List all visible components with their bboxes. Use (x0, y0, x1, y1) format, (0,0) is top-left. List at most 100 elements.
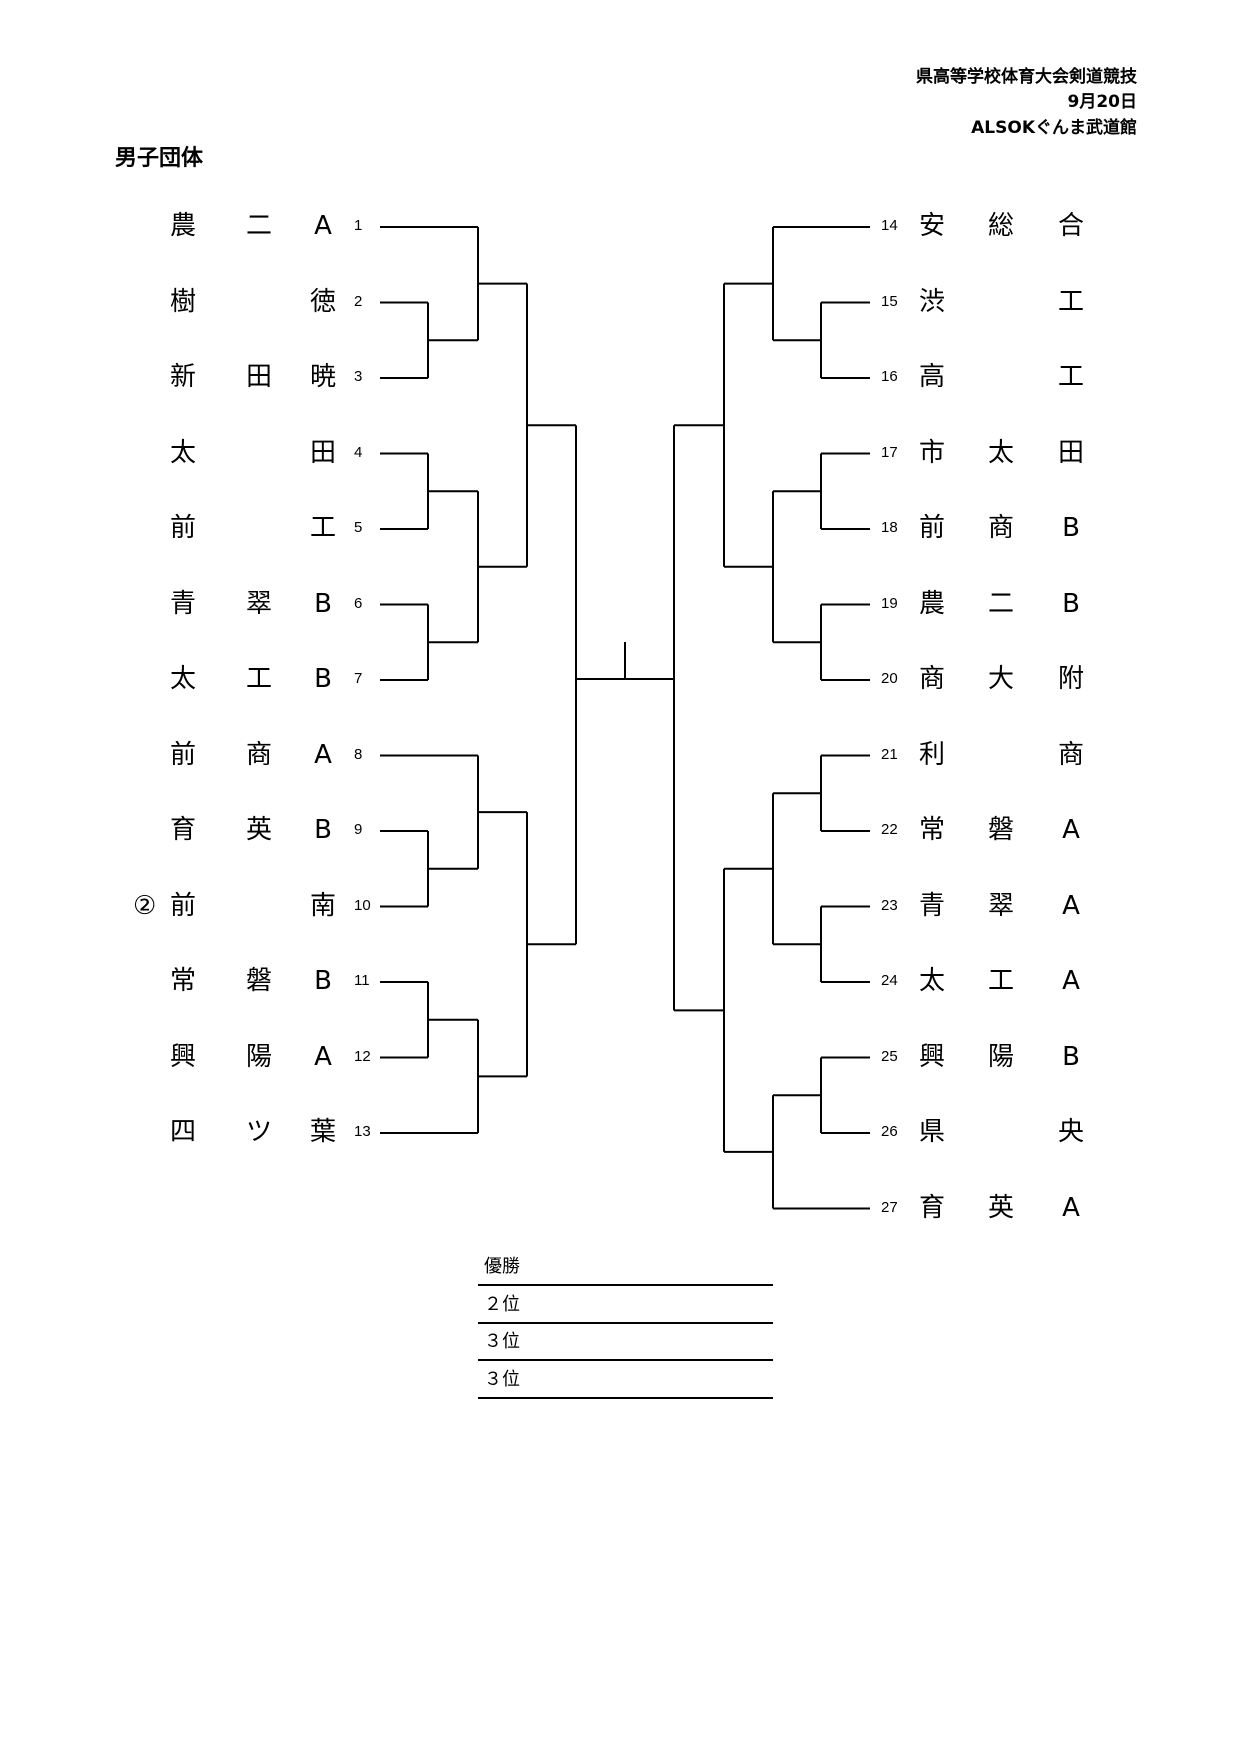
seed-number: 11 (354, 972, 370, 989)
team-name-char: B (1062, 588, 1080, 619)
team-name-char: 利 (918, 739, 945, 770)
seed-number: 8 (354, 745, 363, 763)
team-name-char: 農 (169, 211, 196, 241)
team-name-char: 県 (918, 1117, 945, 1147)
team-name-char: 商 (1057, 739, 1084, 770)
team-name-char: 農 (918, 588, 945, 619)
team-name-char: B (314, 588, 332, 619)
page-title: 男子団体 (115, 146, 204, 171)
event-date: 9月20日 (1067, 92, 1138, 112)
team-name-char: 育 (918, 1192, 945, 1223)
seed-number: 24 (881, 972, 898, 989)
team-name-char: 太 (169, 664, 196, 694)
team-name-char: 翠 (245, 588, 272, 619)
seed-number: 23 (881, 896, 898, 914)
seed-number: 18 (881, 519, 898, 536)
seed-number: 22 (881, 821, 898, 838)
result-label: ３位 (484, 1369, 520, 1391)
team-name-char: 前 (169, 739, 196, 770)
team-name-char: 工 (1057, 286, 1084, 317)
seed-number: 2 (354, 292, 363, 310)
seed-number: 27 (881, 1198, 898, 1216)
team-name-char: A (1062, 966, 1080, 996)
seed-number: 12 (354, 1047, 371, 1065)
team-name-char: 市 (918, 437, 945, 468)
team-name-char: 樹 (169, 286, 196, 317)
team-name-char: B (1062, 1041, 1080, 1072)
team-name-char: 前 (169, 513, 196, 543)
team-name-char: 工 (987, 966, 1014, 996)
team-name-char: 工 (309, 513, 336, 543)
team-name-char: 二 (987, 588, 1014, 619)
team-name-char: 二 (245, 211, 272, 241)
team-name-char: 商 (987, 513, 1014, 543)
team-name-char: 安 (918, 211, 945, 241)
team-name-char: 徳 (309, 286, 336, 317)
team-name-char: 興 (918, 1041, 945, 1072)
team-name-char: 大 (987, 664, 1014, 694)
team-name-char: 青 (169, 588, 196, 619)
event-name: 県高等学校体育大会剣道競技 (916, 67, 1137, 87)
team-name-char: 暁 (309, 362, 336, 392)
team-name-char: 田 (245, 362, 272, 392)
team-name-char: ツ (245, 1117, 272, 1147)
team-name-char: 渋 (918, 286, 945, 317)
seed-number: 17 (881, 443, 898, 461)
team-name-char: B (314, 966, 332, 996)
team-name-char: 陽 (987, 1041, 1014, 1072)
team-name-char: A (1062, 1192, 1080, 1223)
seed-number: 5 (354, 519, 363, 536)
team-name-char: A (314, 739, 332, 770)
team-name-char: B (1062, 513, 1080, 543)
result-entry-line (478, 1359, 773, 1362)
result-entry-line (478, 1284, 773, 1286)
team-name-char: 英 (245, 815, 272, 845)
team-name-char: 磐 (987, 815, 1014, 845)
team-name-char: 総 (987, 211, 1014, 241)
seed-number: 6 (354, 594, 363, 612)
team-name-char: 田 (1057, 437, 1084, 468)
team-name-char: 磐 (245, 966, 272, 996)
team-name-char: B (314, 664, 332, 694)
team-name-char: 翠 (987, 890, 1014, 921)
team-name-char: 商 (918, 664, 945, 694)
seed-number: 13 (354, 1123, 371, 1140)
team-name-char: 太 (169, 437, 196, 468)
team-name-char: 太 (918, 966, 945, 996)
team-name-char: 前 (918, 513, 945, 543)
result-entry-line (478, 1397, 773, 1400)
result-entry-line (478, 1321, 773, 1324)
team-name-char: 前 (169, 890, 196, 921)
team-name-char: 商 (245, 739, 272, 770)
team-name-char: 英 (987, 1192, 1014, 1223)
team-name-char: A (1062, 815, 1080, 845)
team-name-char: 田 (309, 437, 336, 468)
seed-number: 15 (881, 292, 898, 310)
team-name-char: 央 (1057, 1117, 1084, 1147)
seed-number: 19 (881, 594, 898, 612)
seed-number: 7 (354, 670, 363, 687)
team-name-char: B (314, 815, 332, 845)
team-name-char: 育 (169, 815, 196, 845)
team-name-char: 南 (309, 890, 336, 921)
team-name-char: 常 (169, 966, 196, 996)
seed-number: 3 (354, 368, 363, 385)
result-label: 優勝 (484, 1256, 520, 1277)
seed-mark: ② (133, 890, 157, 921)
seed-number: 14 (881, 217, 898, 234)
team-name-char: 附 (1057, 664, 1084, 694)
team-name-char: 太 (987, 437, 1014, 468)
seed-number: 21 (881, 745, 898, 763)
team-name-char: 青 (918, 890, 945, 921)
result-label: ２位 (484, 1293, 520, 1315)
seed-number: 1 (354, 217, 363, 234)
seed-number: 4 (354, 443, 363, 461)
team-name-char: 工 (1057, 362, 1084, 392)
team-name-char: 高 (918, 362, 945, 392)
team-name-char: 葉 (309, 1117, 336, 1147)
seed-number: 16 (881, 368, 898, 385)
seed-number: 25 (881, 1047, 898, 1065)
team-name-char: 新 (169, 362, 196, 392)
seed-number: 20 (881, 670, 898, 687)
